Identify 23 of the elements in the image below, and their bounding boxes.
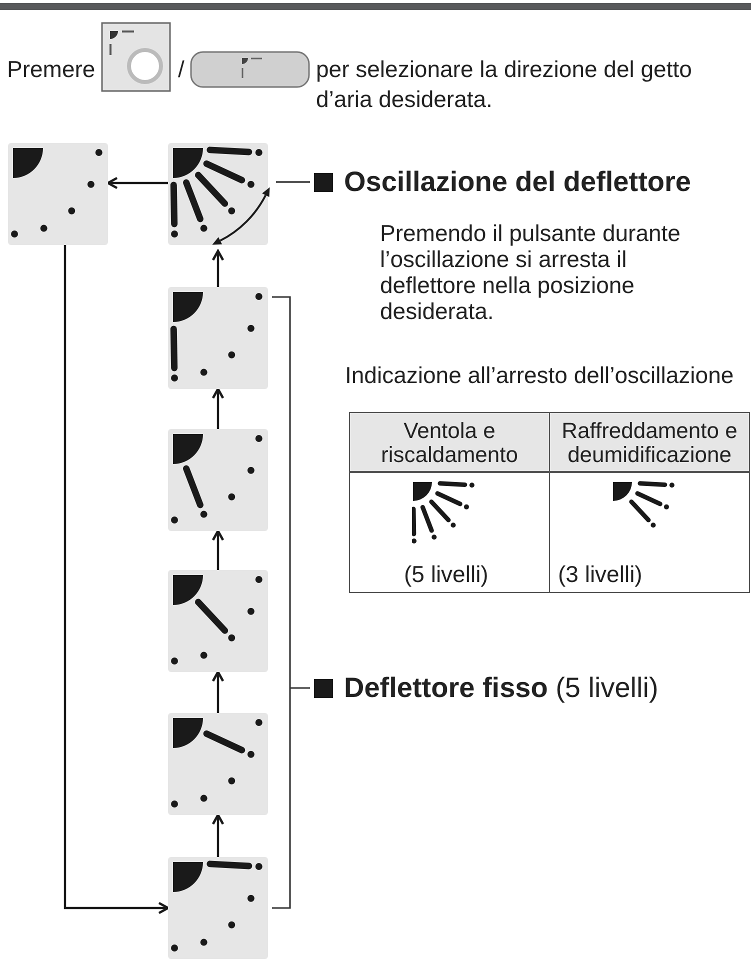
- louver-display-icon: [168, 713, 268, 815]
- arrow: [212, 388, 224, 429]
- instruction-text: /: [178, 55, 184, 84]
- louver-display-icon: [8, 143, 108, 245]
- louver-display-icon: [168, 570, 268, 672]
- table-caption: Indicazione all’arresto dell’oscillazione: [345, 361, 734, 390]
- instruction-text: Premere: [7, 55, 96, 84]
- arrow: [212, 250, 224, 287]
- arrow: [64, 245, 170, 914]
- arrow: [212, 670, 224, 713]
- level-count: (5 livelli): [404, 561, 488, 587]
- level-count: (3 livelli): [558, 561, 642, 587]
- arrow: [212, 530, 224, 570]
- table-header-cell: Ventola e riscaldamento: [349, 412, 550, 473]
- arrow: [106, 176, 168, 190]
- table-header-cell: Raffreddamento e deumidificazione: [549, 412, 750, 473]
- arrow: [212, 814, 224, 857]
- instruction-text: per selezionare la direzione del getto d’aria desiderata.: [316, 55, 693, 114]
- louver-display-icon: [168, 429, 268, 531]
- description-text: Premendo il pulsante durante l’oscillazione si arresta il deflettore nella posizione desiderata.: [380, 220, 682, 324]
- leader-line: [276, 181, 310, 183]
- louver-display-icon: [168, 287, 268, 389]
- louver-display-icon: [168, 857, 268, 959]
